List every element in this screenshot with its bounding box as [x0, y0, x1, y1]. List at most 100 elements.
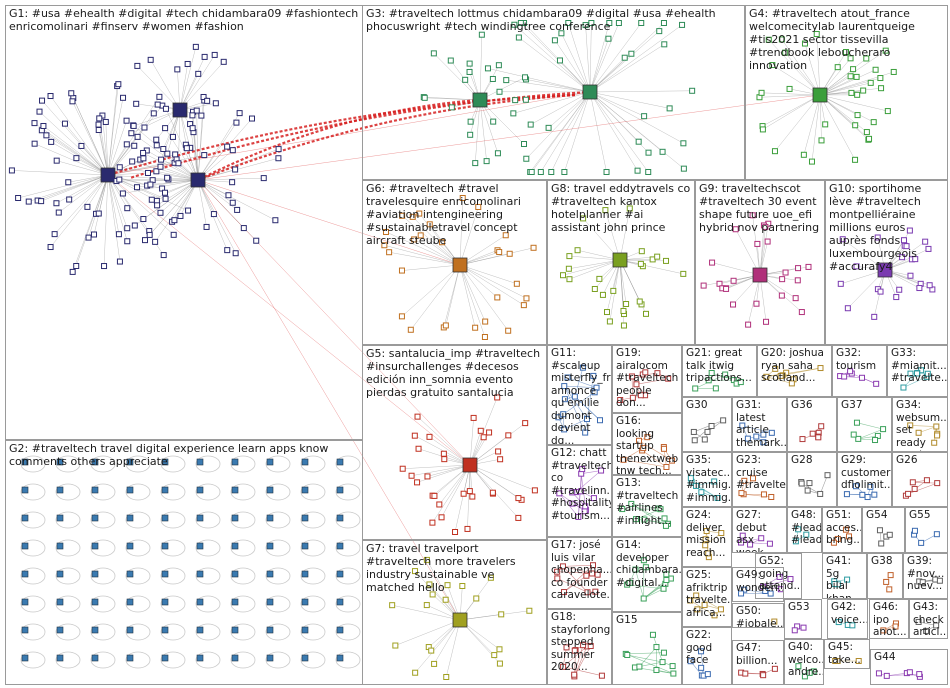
group-label-g34: G34: websum... set ready meet...	[896, 399, 948, 451]
self-loop	[265, 595, 291, 613]
network-node	[140, 149, 147, 156]
network-node	[560, 411, 567, 418]
network-node	[560, 663, 567, 670]
network-node	[620, 456, 627, 463]
network-node	[491, 652, 498, 659]
network-node	[448, 104, 455, 111]
isolate-node	[161, 514, 169, 522]
group-panel-g4: G4: #traveltech atout_france welcomecity…	[745, 5, 948, 180]
isolate-node	[336, 486, 344, 494]
isolate-node	[91, 598, 99, 606]
network-node	[758, 89, 765, 96]
isolate-node	[196, 570, 204, 578]
network-node	[142, 237, 149, 244]
network-node	[636, 663, 643, 670]
network-node	[200, 93, 207, 100]
self-loop	[55, 651, 81, 669]
isolate-node	[266, 542, 274, 550]
network-node	[760, 491, 767, 498]
network-node	[841, 373, 848, 380]
network-node	[782, 269, 789, 276]
network-node	[660, 649, 667, 656]
network-node	[195, 70, 202, 77]
network-node	[705, 377, 712, 384]
network-node	[654, 253, 661, 260]
network-node	[439, 239, 446, 246]
network-node	[604, 309, 611, 316]
isolate-node	[336, 598, 344, 606]
group-panel-g53: G53	[784, 599, 822, 639]
network-node	[649, 631, 656, 638]
network-node	[565, 20, 572, 26]
network-node	[666, 105, 673, 112]
network-node	[771, 148, 778, 155]
isolate-node	[266, 458, 274, 466]
network-node	[147, 181, 154, 188]
self-loop	[230, 483, 256, 501]
self-loop	[265, 455, 291, 473]
network-node	[558, 30, 565, 37]
isolate-node	[126, 626, 134, 634]
network-node	[844, 305, 851, 312]
network-node	[441, 456, 448, 463]
isolate-node	[336, 570, 344, 578]
network-node	[739, 532, 746, 539]
group-panel-g25: G25: afriktrip travelte... africa...	[682, 567, 732, 627]
network-node	[703, 528, 710, 535]
isolate-node	[301, 626, 309, 634]
network-node	[421, 94, 428, 101]
network-node	[698, 664, 705, 671]
isolate-node	[231, 542, 239, 550]
network-node	[916, 285, 923, 292]
network-node	[693, 592, 700, 599]
network-node	[115, 231, 122, 238]
network-node	[68, 90, 75, 97]
group-panel-g42: G42: voice...	[827, 599, 868, 639]
network-node	[429, 591, 436, 598]
network-node	[933, 423, 940, 430]
network-node	[765, 36, 772, 43]
network-node	[855, 435, 862, 442]
network-node	[915, 429, 922, 436]
self-loop	[160, 651, 186, 669]
highlight-edge	[129, 90, 591, 180]
self-loop	[125, 651, 151, 669]
network-node	[596, 275, 603, 282]
network-node	[723, 285, 730, 292]
network-node	[850, 431, 857, 438]
isolate-node	[161, 570, 169, 578]
network-node	[638, 20, 645, 26]
group-panel-g11: G11: #scaleup misterfly_fr annonce qu'em…	[547, 345, 612, 445]
network-node	[803, 531, 810, 538]
network-node	[511, 21, 518, 28]
network-node	[520, 302, 527, 309]
network-node	[918, 539, 925, 546]
network-node	[818, 137, 825, 144]
network-node	[253, 237, 260, 244]
isolate-node	[196, 626, 204, 634]
network-node	[506, 250, 513, 257]
network-node	[556, 57, 563, 64]
isolate-node	[56, 654, 64, 662]
group-panel-g26: G26	[892, 452, 948, 507]
network-node	[628, 50, 635, 57]
group-label-g16: G16: looking startup thenextweb tnw tech…	[616, 415, 682, 475]
network-node	[561, 169, 568, 175]
isolate-node	[266, 514, 274, 522]
hub-node	[812, 87, 828, 103]
network-node	[845, 533, 852, 540]
network-node	[53, 157, 60, 164]
network-node	[795, 265, 802, 272]
network-node	[853, 73, 860, 80]
network-node	[763, 318, 770, 325]
group-panel-g48: G48: #lead... #lead...	[787, 507, 822, 553]
network-node	[831, 581, 838, 588]
network-node	[554, 575, 561, 582]
network-node	[494, 150, 501, 157]
cross-group-edge	[197, 179, 461, 266]
group-panel-g47: G47: billion...	[732, 640, 784, 685]
self-loop	[55, 511, 81, 529]
group-label-g44: G44	[874, 651, 896, 663]
network-node	[843, 491, 850, 498]
network-node	[563, 644, 570, 651]
